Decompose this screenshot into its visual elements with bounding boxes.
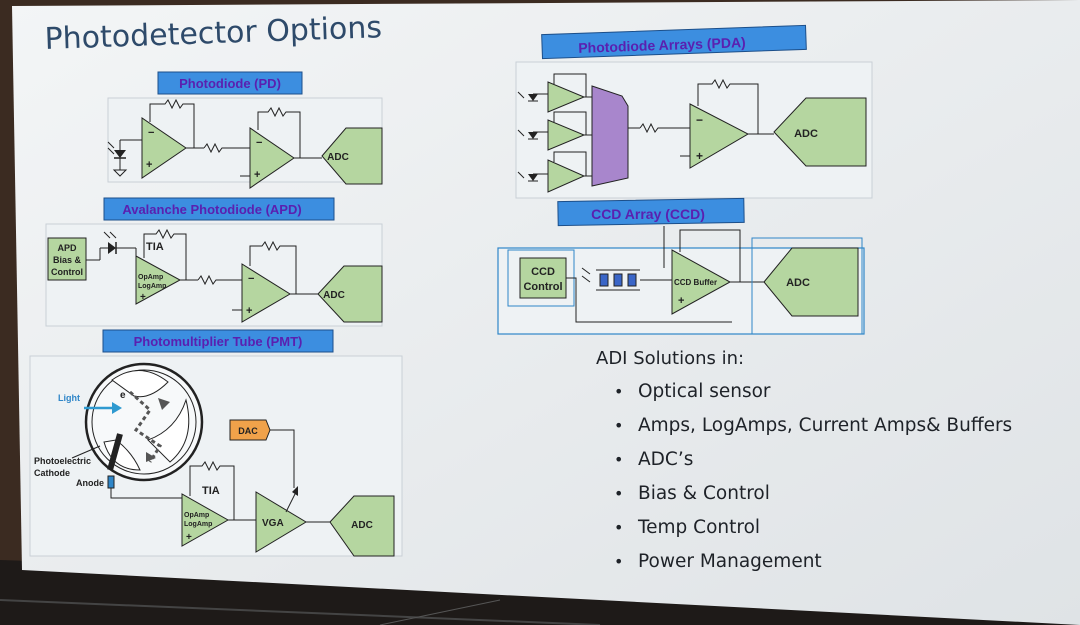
diagram-label: − (248, 273, 254, 285)
pmt-dac (229, 419, 271, 441)
apd-amp-2 (241, 263, 291, 323)
diagram-label: Bias & (53, 255, 82, 265)
pmt-header (102, 329, 334, 353)
diagram-label: ADC (351, 520, 373, 531)
solution-item: Power Management (596, 545, 1012, 579)
diagram-label: − (148, 127, 154, 139)
diagram-label: Control (51, 267, 83, 277)
diagram-label: + (696, 149, 703, 163)
diagram-label: LogAmp (184, 521, 212, 528)
pd-header (157, 71, 303, 95)
apd-adc (317, 265, 383, 323)
pmt-tia-amp (181, 493, 230, 547)
pda-circuit: Photodiode Arrays (PDA) (515, 24, 873, 199)
pda-mux (591, 85, 629, 187)
pda-amp (689, 103, 750, 169)
ccd-adc (763, 247, 859, 317)
diagram-label: + (246, 305, 252, 317)
diagram-label: − (696, 113, 703, 127)
solutions-list: ADI Solutions in: Optical sensor Amps, L… (596, 348, 1012, 579)
diagram-label: CCD (531, 266, 555, 278)
diagram-label: ADC (786, 277, 810, 289)
apd-tia-amp (135, 255, 182, 305)
apd-bias-box (47, 237, 87, 281)
solutions-heading: ADI Solutions in: (596, 348, 745, 369)
solution-item: Temp Control (596, 511, 1012, 545)
solution-item: Amps, LogAmps, Current Amps& Buffers (596, 409, 1012, 443)
solution-item: ADC’s (596, 443, 1012, 477)
diagram-label: + (678, 295, 684, 307)
diagram-label: CCD Buffer (674, 278, 717, 287)
pd-amp-2 (249, 127, 295, 189)
diagram-label: Anode (76, 478, 104, 488)
diagram-label: TIA (146, 241, 164, 253)
pda-row-2 (517, 111, 596, 151)
diagram-label: ADC (794, 128, 818, 140)
diagram-label: APD (57, 243, 77, 253)
apd-header (103, 197, 335, 221)
pmt-vga (255, 491, 307, 553)
diagram-label: + (254, 169, 260, 181)
diagram-label: − (256, 137, 262, 149)
pmt-circuit: Photomultiplier Tube (PMT) Light e Photo… (29, 329, 403, 557)
pda-header (541, 24, 807, 60)
ccd-header-label: CCD Array (CCD) (591, 206, 705, 222)
pd-circuit: Photodiode (PD) − + − + ADC (107, 71, 383, 189)
diagram-label: LogAmp (138, 283, 166, 290)
pmt-adc (329, 495, 395, 557)
ccd-circuit: CCD Array (CCD) CCD Control CCD Buffer +… (497, 197, 865, 335)
diagram-label: ADC (327, 152, 349, 163)
pd-amp-1 (141, 117, 187, 179)
apd-circuit: Avalanche Photodiode (APD) APD Bias & Co… (45, 197, 383, 327)
diagram-label: VGA (262, 518, 284, 529)
pd-adc (321, 127, 383, 185)
pda-row-1 (517, 73, 596, 113)
diagram-label: + (140, 292, 146, 303)
pd-header-label: Photodiode (PD) (179, 76, 281, 91)
apd-header-label: Avalanche Photodiode (APD) (122, 202, 301, 217)
diagram-label: + (146, 159, 152, 171)
solution-item: Optical sensor (596, 375, 1012, 409)
diagram-label: Photoelectric (34, 456, 91, 466)
pmt-header-label: Photomultiplier Tube (PMT) (134, 334, 303, 349)
ccd-header (557, 197, 745, 227)
apd-panel (45, 223, 383, 327)
ccd-control-box (519, 257, 567, 299)
solution-item: Bias & Control (596, 477, 1012, 511)
diagram-label: Light (58, 393, 80, 403)
diagram-label: DAC (238, 426, 258, 436)
diagram-label: ADC (323, 290, 345, 301)
pda-header-label: Photodiode Arrays (PDA) (578, 34, 746, 56)
diagram-label: e (120, 390, 126, 401)
pda-row-3 (517, 151, 596, 193)
diagram-label: Cathode (34, 468, 70, 478)
diagram-label: TIA (202, 485, 220, 497)
diagram-label: Control (523, 281, 562, 293)
pda-adc (773, 97, 867, 167)
diagram-label: + (186, 532, 192, 543)
diagram-label: OpAmp (184, 512, 209, 519)
diagram-label: OpAmp (138, 274, 163, 281)
ccd-buffer-amp (671, 249, 732, 315)
